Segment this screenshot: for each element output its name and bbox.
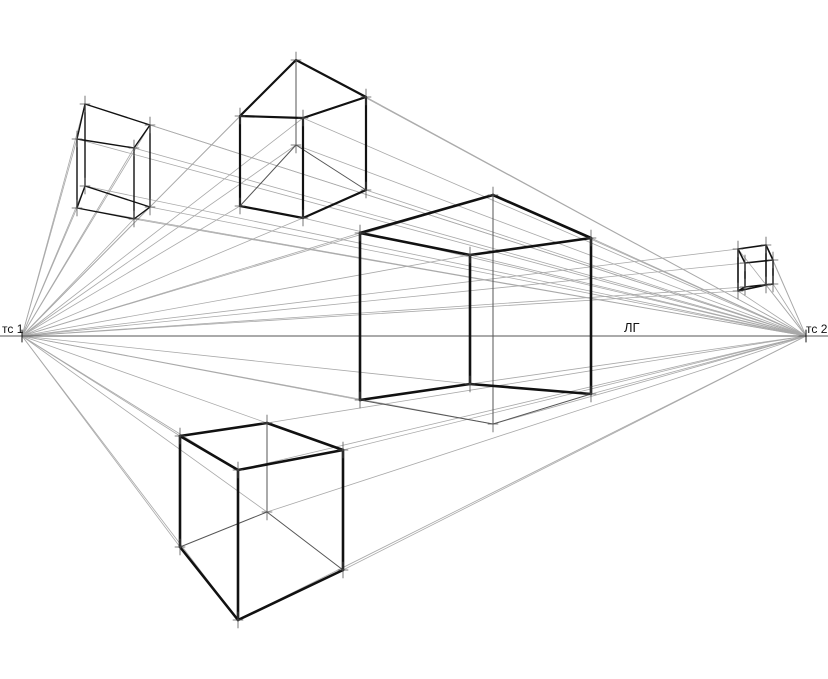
cubes	[21, 51, 807, 629]
cube-edge	[133, 124, 151, 149]
construction-ray	[302, 117, 807, 337]
cube-edge	[238, 58, 298, 118]
cube-edge	[737, 248, 746, 264]
cube-edge	[76, 103, 86, 140]
cube-edge	[294, 58, 368, 99]
cube-edge	[76, 185, 86, 209]
construction-ray	[21, 335, 361, 401]
cube-edge	[178, 545, 240, 622]
cube-edge	[744, 283, 774, 288]
cube-edge	[737, 244, 767, 250]
hidden-edge	[359, 399, 494, 425]
cube-edge	[236, 568, 345, 622]
construction-ray	[21, 248, 739, 337]
construction-ray	[21, 232, 361, 337]
construction-ray	[21, 115, 241, 337]
cube-center	[354, 186, 597, 433]
construction-ray	[765, 284, 807, 337]
construction-ray	[21, 205, 241, 337]
construction-ray	[590, 237, 807, 337]
construction-ray	[21, 335, 471, 385]
construction-lines	[21, 59, 807, 621]
construction-ray	[737, 290, 807, 337]
construction-ray	[149, 206, 807, 337]
cube-edge	[301, 95, 368, 120]
hidden-edge	[295, 144, 367, 191]
cube-edge	[358, 231, 472, 257]
construction-ray	[21, 207, 78, 337]
construction-ray	[237, 335, 807, 471]
cube-edge	[358, 382, 472, 402]
construction-ray	[469, 254, 807, 337]
construction-ray	[21, 335, 268, 424]
construction-ray	[21, 286, 746, 337]
cube-edge	[358, 193, 495, 235]
construction-ray	[133, 147, 807, 337]
construction-ray	[237, 335, 807, 621]
vanishing-point-2-label: тс 2	[806, 322, 828, 336]
construction-ray	[365, 96, 807, 337]
construction-ray	[21, 218, 135, 337]
horizon-label: ЛГ	[624, 320, 640, 335]
cube-edge	[301, 188, 368, 220]
construction-ray	[21, 138, 78, 337]
cube-bottom-left	[174, 414, 349, 629]
construction-ray	[76, 207, 807, 337]
construction-ray	[21, 335, 181, 437]
construction-ray	[21, 254, 471, 337]
cube-edge	[491, 193, 593, 240]
cube-top-left	[71, 95, 156, 228]
hidden-edge	[239, 144, 297, 207]
construction-ray	[295, 144, 807, 337]
construction-ray	[266, 335, 807, 513]
cube-edge	[265, 421, 345, 452]
vanishing-point-1-label: тс 1	[2, 322, 24, 336]
cube-edge	[737, 286, 746, 292]
cube-edge	[133, 206, 151, 220]
cube-edge	[765, 244, 774, 261]
construction-ray	[21, 217, 304, 337]
cube-edge	[238, 204, 305, 220]
cube-edge	[236, 448, 345, 472]
cube-edge	[178, 434, 240, 472]
construction-ray	[21, 335, 181, 548]
cube-edge	[84, 103, 151, 126]
construction-ray	[492, 335, 807, 425]
hidden-edge	[492, 393, 592, 425]
construction-ray	[21, 124, 151, 337]
construction-ray	[21, 262, 746, 337]
cube-edge	[238, 114, 305, 120]
construction-ray	[21, 144, 297, 337]
cube-top-center	[234, 51, 372, 227]
cube-edge	[76, 207, 135, 220]
construction-ray	[772, 259, 807, 337]
construction-ray	[21, 117, 304, 337]
construction-ray	[21, 290, 739, 337]
construction-ray	[590, 335, 807, 395]
construction-ray	[365, 189, 807, 337]
construction-ray	[469, 335, 807, 385]
cube-right-small	[732, 236, 779, 300]
hidden-edge	[179, 511, 268, 548]
cube-edge	[744, 259, 774, 264]
construction-ray	[76, 138, 807, 337]
cube-edge	[76, 138, 135, 149]
cube-edge	[468, 236, 593, 257]
construction-ray	[772, 283, 807, 337]
construction-ray	[21, 335, 268, 513]
cube-edge	[468, 382, 593, 396]
construction-ray	[149, 124, 807, 337]
construction-ray	[84, 185, 807, 337]
construction-ray	[266, 335, 807, 424]
cube-edge	[178, 421, 269, 438]
cube-edge	[84, 185, 151, 208]
hidden-edge	[266, 511, 344, 571]
